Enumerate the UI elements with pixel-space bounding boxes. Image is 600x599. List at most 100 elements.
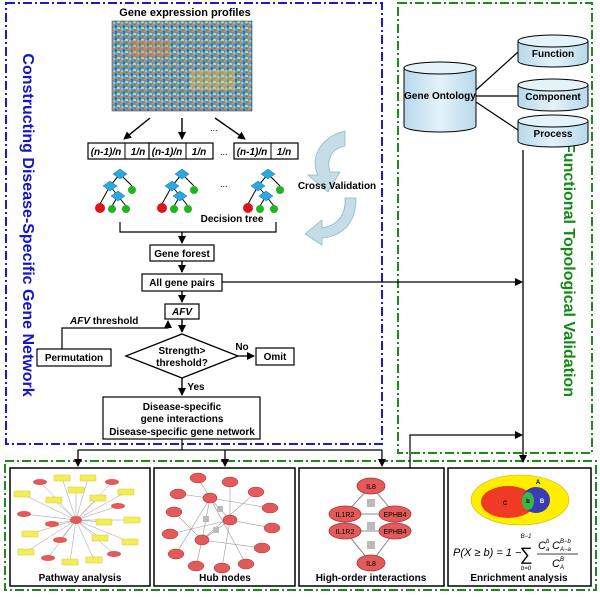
high-order-to-validation-arrow — [409, 431, 523, 468]
tree-leaf — [95, 203, 105, 213]
hub-node — [253, 542, 271, 554]
result-line1: Disease-specific — [143, 402, 222, 413]
heatmap-cluster — [190, 70, 235, 90]
tree-node — [174, 168, 190, 180]
hub-node — [189, 472, 207, 484]
tree-leaf — [170, 205, 178, 213]
ontology-link — [475, 101, 519, 131]
cross-validation-arrow-up — [306, 130, 346, 193]
formula-den-sub: A — [559, 565, 564, 571]
function-label: Function — [532, 49, 574, 60]
left-panel-title: Constructing Disease-Specific Gene Netwo… — [19, 53, 36, 396]
pathway-node — [107, 551, 121, 557]
gene-ontology-label: Gene Ontology — [404, 91, 476, 102]
pathway-node — [17, 548, 35, 556]
split-group-2: (n-1)/n 1/n — [148, 142, 214, 160]
ho-node-left-upper: IL1R2 — [336, 512, 355, 519]
hypergeometric-formula: P(X ≥ b) = 1 − B−1 ∑ b=0 C a b C A−a B−b… — [453, 534, 578, 572]
tree-leaf — [270, 205, 278, 213]
decision-line1: Strength> — [159, 346, 206, 357]
ho-node-left-lower: IL1R2 — [336, 529, 355, 536]
tree-node — [258, 190, 274, 202]
decision-line2: threshold? — [156, 358, 208, 369]
tree-leaf — [128, 186, 136, 194]
pathway-edge — [75, 505, 119, 521]
left-panel-border — [5, 2, 383, 445]
hub-node — [263, 522, 281, 534]
result-box — [102, 396, 261, 440]
venn-b-label: B — [540, 499, 545, 505]
split-label-b: 1/n — [277, 147, 291, 158]
hub-center — [194, 534, 210, 546]
tree-leaf — [108, 205, 116, 213]
hub-node — [221, 476, 239, 488]
pathway-node — [17, 511, 31, 517]
pathway-node — [91, 534, 109, 542]
arrow — [214, 117, 246, 140]
hub-node — [261, 502, 279, 514]
formula-den-sup: B — [560, 557, 564, 563]
tree-leaf — [184, 205, 192, 213]
dots: ... — [210, 123, 218, 133]
bottom-panel-border — [4, 460, 597, 591]
tree-leaf — [190, 186, 198, 194]
pathway-node — [13, 490, 31, 498]
process-cylinder: Process — [517, 114, 589, 148]
result-line2: gene interactions — [141, 414, 224, 425]
result-line3: Disease-specific gene network — [109, 427, 255, 438]
hub-node — [247, 486, 265, 498]
pathway-node — [53, 537, 67, 543]
no-label: No — [235, 342, 248, 353]
component-cylinder: Component — [517, 78, 589, 112]
pathway-edge — [21, 493, 77, 521]
pathway-node — [79, 474, 97, 482]
enrichment-caption: Enrichment analysis — [470, 573, 568, 584]
pathway-edge — [75, 519, 131, 543]
split-label-a: (n-1)/n — [91, 147, 122, 158]
pathway-edge — [23, 513, 77, 521]
pathway-edge — [75, 497, 99, 521]
expression-heatmap — [111, 20, 253, 112]
pathway-node — [45, 521, 59, 527]
gene-ontology-cylinder: Gene Ontology — [403, 61, 477, 133]
pathway-network — [13, 474, 141, 566]
hub-connector — [213, 527, 219, 533]
pathway-caption: Pathway analysis — [39, 573, 122, 584]
tree-node — [112, 168, 128, 180]
pathway-node — [117, 488, 135, 496]
pathway-node — [111, 503, 125, 509]
gene-forest-label: Gene forest — [154, 249, 210, 260]
pathway-edge — [25, 519, 77, 553]
tree-node — [110, 190, 126, 202]
arrow — [123, 117, 151, 140]
formula-num-sup2: B−b — [560, 539, 572, 545]
tree-leaf — [122, 205, 130, 213]
omit-label: Omit — [264, 352, 287, 363]
formula-sum-top: B−1 — [521, 534, 532, 540]
split-label-a: (n-1)/n — [152, 147, 183, 158]
expression-label: Gene expression profiles — [119, 7, 250, 19]
formula-den-c: C — [552, 558, 560, 570]
dots: ... — [220, 179, 228, 189]
high-order-caption: High-order interactions — [316, 573, 427, 584]
ho-node-bottom: IL8 — [366, 561, 376, 568]
permutation-box — [36, 348, 112, 367]
tree-node — [172, 190, 188, 202]
tree-leaf — [157, 203, 167, 213]
decision-tree — [95, 168, 136, 213]
ho-node-right-upper: EPHB4 — [384, 512, 407, 519]
pathway-edge — [75, 477, 89, 521]
heatmap-cluster — [130, 40, 170, 58]
function-cylinder: Function — [517, 34, 589, 68]
pathway-node — [95, 518, 113, 526]
hub-node — [167, 548, 185, 560]
pathway-edge — [61, 477, 77, 521]
pathway-edge — [53, 499, 77, 521]
tree-node — [250, 180, 266, 192]
component-label: Component — [525, 92, 581, 103]
formula-sum-bottom: b=0 — [521, 566, 532, 572]
tree-leaf — [243, 203, 253, 213]
split-group-3: (n-1)/n 1/n — [233, 142, 299, 160]
